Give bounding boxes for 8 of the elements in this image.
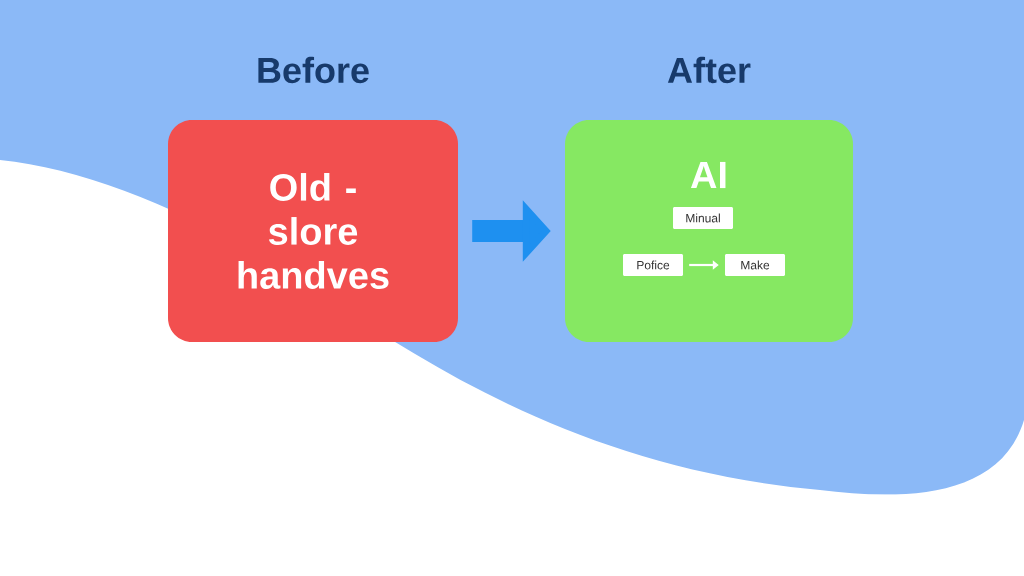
process-box: Old - slore handves bbox=[168, 120, 458, 342]
step-box: Make bbox=[725, 254, 785, 276]
step-box: Pofice bbox=[623, 254, 683, 276]
step-box: Minual bbox=[673, 207, 733, 229]
heading: After bbox=[667, 56, 751, 84]
box-title: AI bbox=[690, 161, 726, 189]
process-box bbox=[565, 120, 853, 342]
heading: Before bbox=[258, 56, 369, 84]
